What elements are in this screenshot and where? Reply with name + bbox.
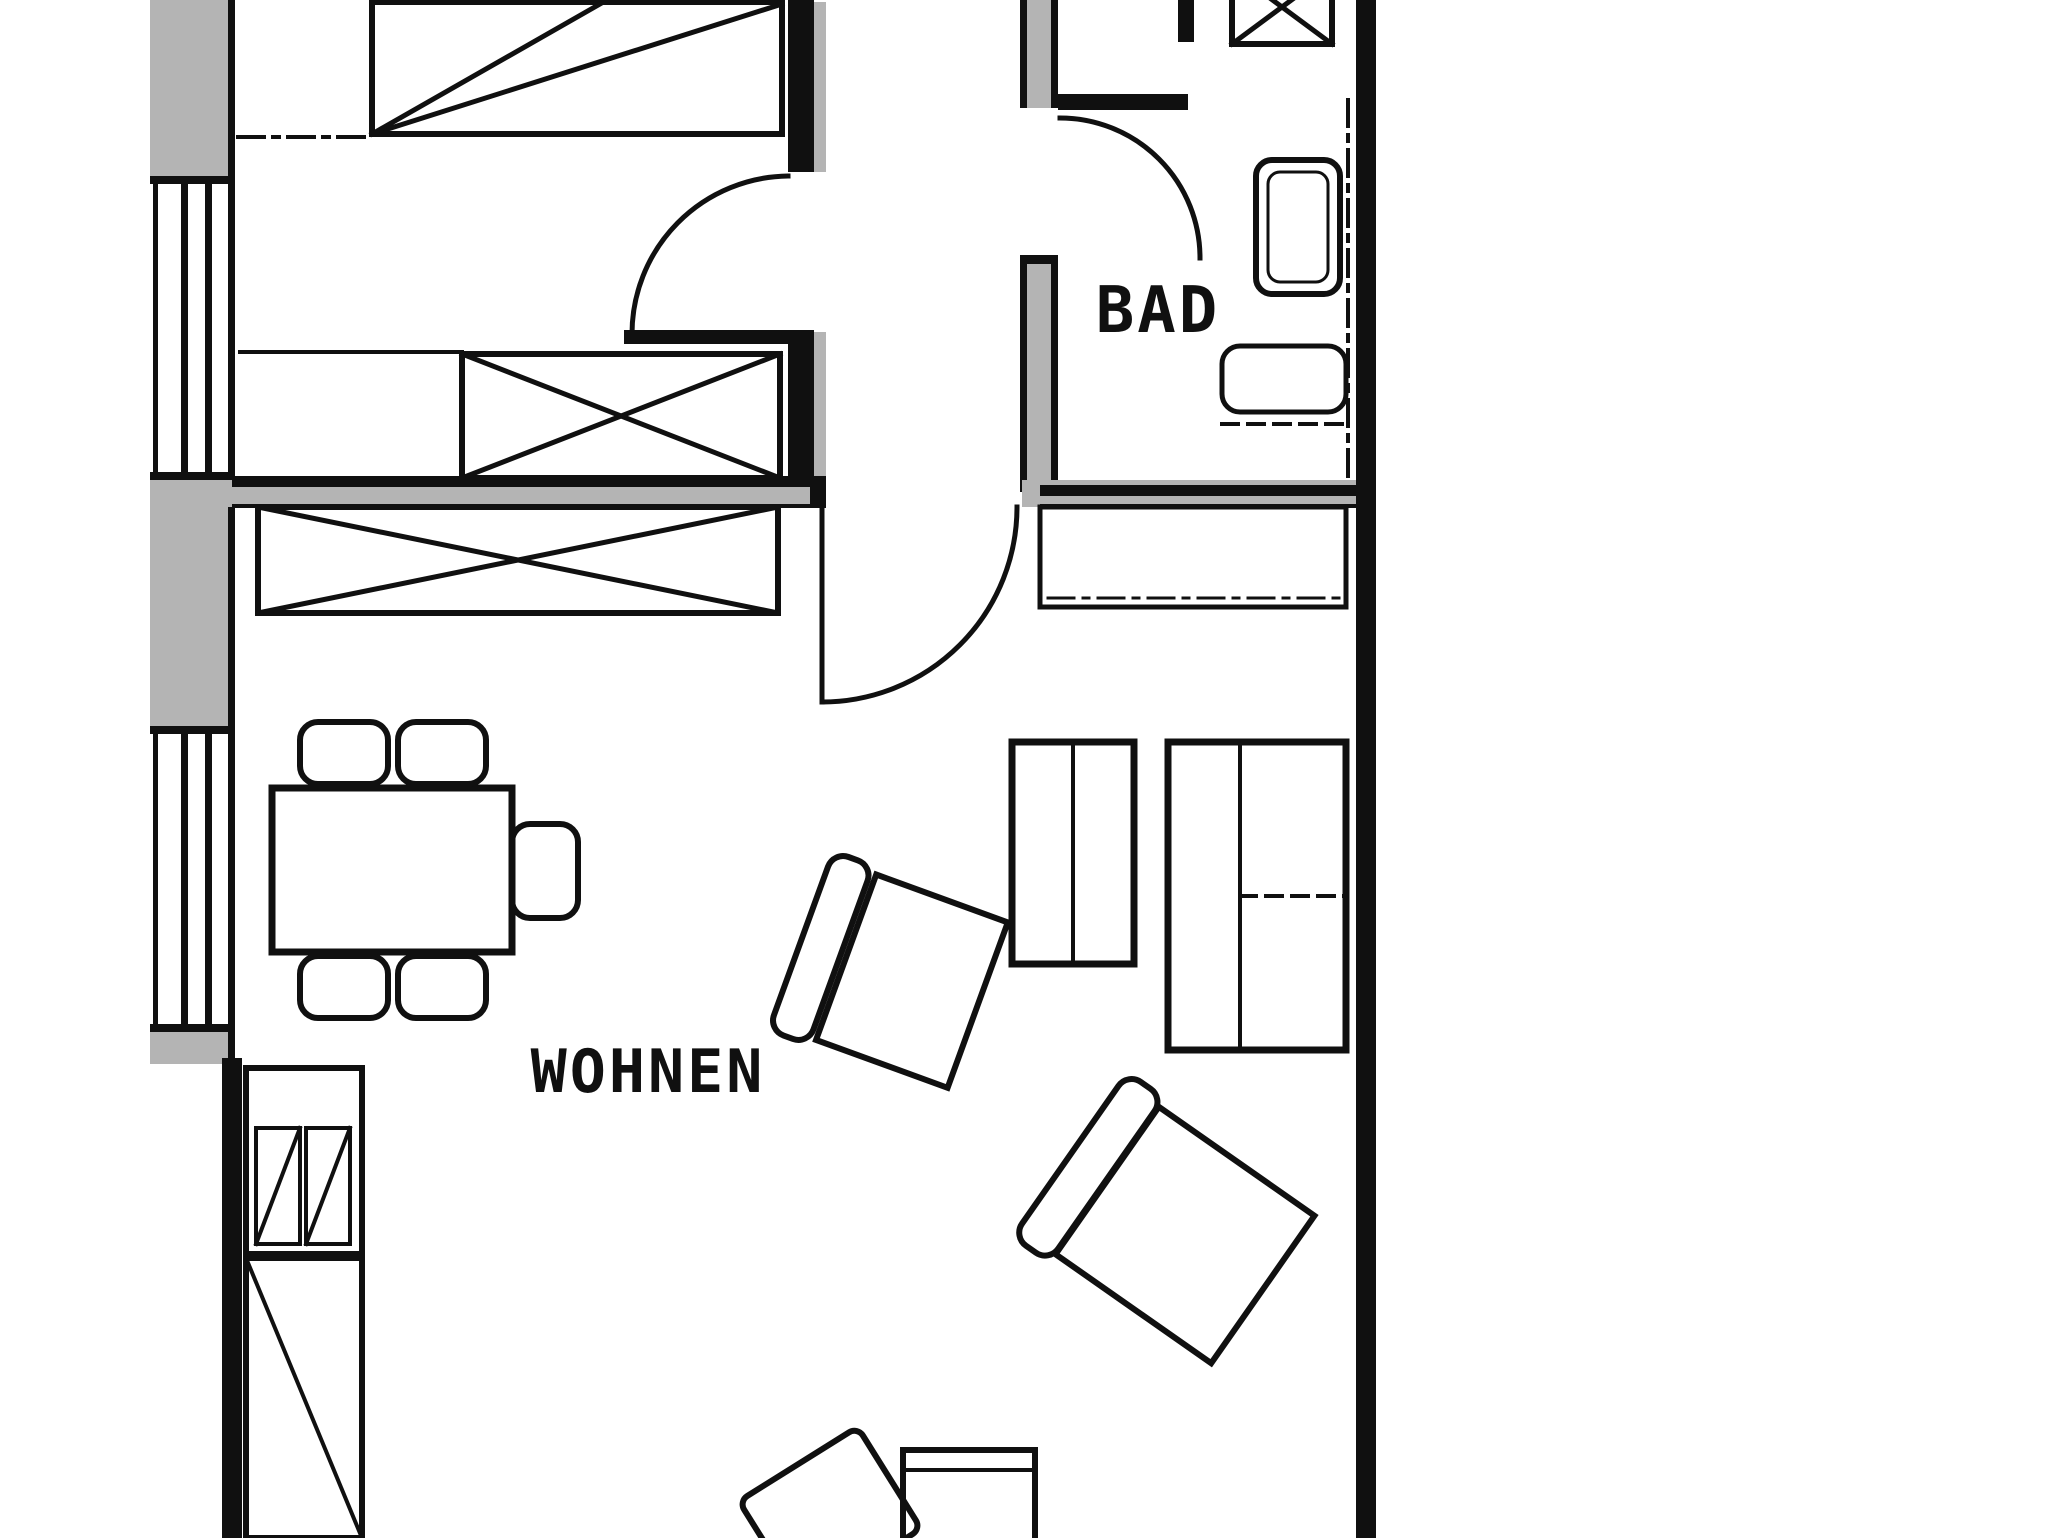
window-sill-cap (150, 1024, 233, 1032)
armchair-back (770, 853, 872, 1043)
dining-chair (395, 719, 489, 787)
tub-inner (1266, 170, 1330, 284)
wall-segment (788, 330, 814, 480)
shower-tub (1253, 157, 1343, 297)
cabinet-lower-mark (243, 1255, 365, 1538)
door-jamb (810, 476, 826, 508)
bedroom-hall-wall (624, 0, 826, 480)
window-sill-cap (150, 472, 233, 480)
cabinet-outline (243, 1065, 365, 1257)
sofa-group (1008, 738, 1350, 1054)
living-door-arc (819, 504, 1020, 705)
bath-door-arc (1057, 115, 1203, 261)
armchair-bottom-right (1016, 1076, 1319, 1368)
cupboard-outline (1037, 504, 1349, 610)
wall-fill-segment (150, 0, 233, 182)
window-glass-line (181, 730, 188, 1030)
cabinet-bottom-left (243, 1065, 365, 1538)
armchair-back (1016, 1076, 1161, 1259)
wall-stub (1178, 0, 1194, 42)
wall-segment (1058, 94, 1188, 110)
window-left-upper (153, 182, 212, 478)
side-table (900, 1447, 1038, 1538)
bottom-center-furniture (739, 1427, 1038, 1538)
wall-fill-segment (1027, 255, 1051, 492)
wall-line (1051, 0, 1058, 108)
dining-set (268, 719, 581, 1021)
room-label-bad: BAD (1096, 274, 1221, 348)
washing-machine-cross (1228, 0, 1296, 48)
door-jamb (1020, 255, 1058, 264)
wall-line (232, 476, 822, 487)
window-glass-line (205, 182, 212, 478)
window-glass-line (181, 182, 188, 478)
left-exterior-wall (150, 0, 242, 1538)
dining-chair (395, 953, 489, 1021)
wall-line (1020, 0, 1027, 108)
washing-machine-outline (1229, 0, 1335, 47)
room-label-wohnen: WOHNEN (531, 1037, 766, 1107)
wall-fill-segment (150, 480, 233, 730)
window-glass-line (153, 730, 158, 1030)
dining-chair (297, 953, 391, 1021)
bedroom (236, 0, 786, 482)
wall-fill-segment (150, 1030, 233, 1064)
wall-inner-face (228, 0, 235, 1062)
wardrobe-outline (255, 504, 781, 616)
chair-bottom-center (739, 1427, 921, 1538)
dining-chair (297, 719, 391, 787)
washbasin (1219, 343, 1349, 426)
wardrobe-cross-line (255, 504, 781, 616)
cupboard-row (1037, 504, 1349, 610)
right-exterior-wall (1356, 0, 1376, 1538)
window-glass-line (153, 182, 158, 478)
window-sill-cap (150, 176, 233, 184)
cabinet-lower-outline (243, 1255, 365, 1538)
wall-segment (788, 0, 814, 172)
washbasin-outline (1219, 343, 1349, 415)
partition-wall (624, 330, 790, 344)
bed-diagonal (368, 0, 786, 138)
wardrobe-lower (255, 504, 781, 616)
window-sill-cap (150, 726, 233, 734)
wall-fill-sliver (814, 332, 826, 480)
window-glass-line (205, 730, 212, 1030)
wall-fill-sliver (814, 2, 826, 172)
dining-chair (509, 821, 581, 921)
cabinet-door-mark (303, 1125, 353, 1247)
tub-outline (1253, 157, 1343, 297)
hall-bath-walls (1020, 0, 1203, 492)
cabinet-door (304, 1126, 352, 1246)
bedroom-door-arc (629, 173, 791, 337)
cabinet-door-mark (253, 1125, 303, 1247)
armchair-center (770, 853, 1012, 1092)
chair-outline (739, 1427, 921, 1538)
cabinet-door (254, 1126, 302, 1246)
bed-diagonal (368, 0, 604, 138)
wall-fill-segment (1027, 0, 1051, 108)
wall-line (1051, 255, 1058, 492)
armchair-seat (812, 870, 1012, 1092)
window-left-lower (153, 730, 212, 1030)
wall-line (1020, 255, 1027, 492)
bathroom: BAD (1096, 0, 1350, 480)
wall-lower-left (222, 1058, 242, 1538)
wall-line (1040, 485, 1356, 496)
washing-machine (1228, 0, 1336, 48)
bed (369, 0, 785, 137)
wardrobe-cross-line (458, 350, 784, 482)
